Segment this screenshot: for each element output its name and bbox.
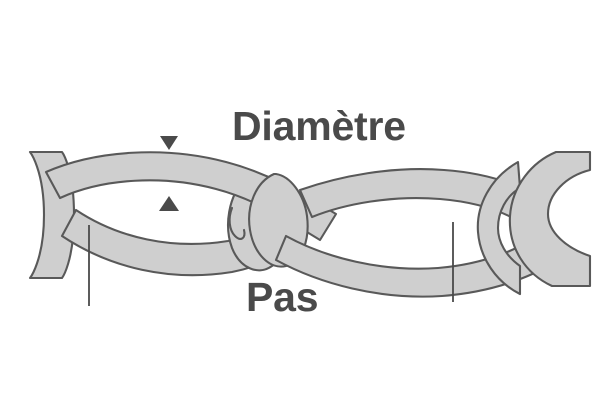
chain-link-edge-right (508, 150, 592, 288)
chain-link-a-front (44, 151, 338, 242)
pitch-label: Pas (246, 274, 319, 320)
chain-link-c-ring (476, 160, 522, 296)
diameter-markers (159, 136, 179, 211)
diameter-label: Diamètre (232, 103, 406, 149)
chain-links (28, 150, 592, 298)
triangle-down-icon (160, 136, 178, 150)
chain-link-b-inner-hook (228, 206, 246, 240)
pitch-measure-lines (88, 222, 454, 306)
triangle-up-icon (159, 196, 179, 211)
